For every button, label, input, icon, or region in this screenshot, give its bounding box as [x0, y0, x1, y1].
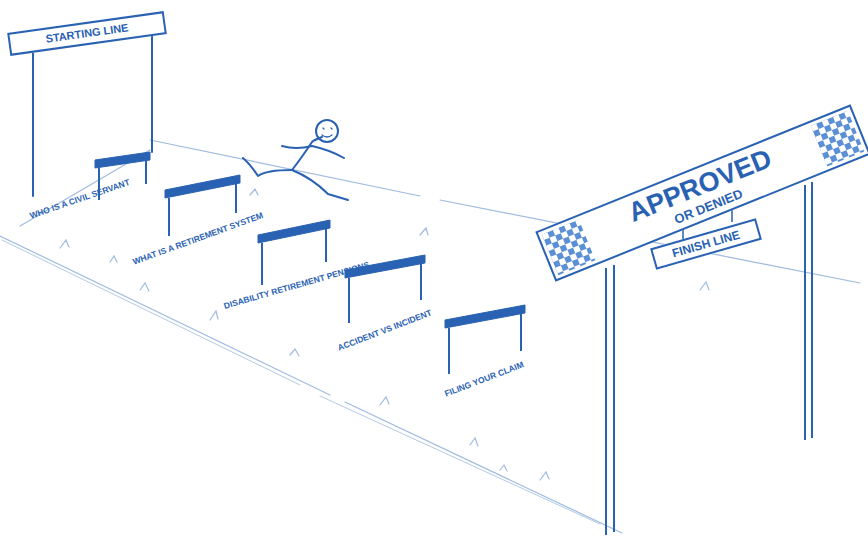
hurdle-bar	[95, 152, 150, 168]
post	[805, 182, 812, 440]
figure-body	[292, 137, 322, 170]
post	[32, 48, 34, 196]
post	[606, 265, 614, 535]
hurdle-label: WHO IS A CIVIL SERVANT	[29, 178, 131, 220]
hurdles	[95, 152, 525, 374]
figure-arms	[282, 146, 344, 158]
node-heading: FINISH LINE	[671, 229, 742, 260]
figure-face	[322, 128, 332, 137]
track-edge	[2, 240, 600, 524]
hurdle-label: ACCIDENT VS INCIDENT	[336, 308, 433, 352]
start-banner: STARTING LINE	[7, 11, 167, 56]
post	[151, 30, 153, 152]
track-edge	[0, 236, 622, 533]
hurdle-label: FILING YOUR CLAIM	[443, 360, 524, 398]
stick-figure	[243, 120, 348, 200]
hurdle-bar	[165, 175, 240, 198]
node-heading: STARTING LINE	[45, 22, 129, 45]
starting-posts	[33, 30, 152, 196]
checker-flag	[811, 111, 865, 167]
hurdle-label: WHAT IS A RETIREMENT SYSTEM	[132, 211, 265, 266]
checker-flag	[542, 219, 596, 275]
hurdle-legs	[349, 263, 421, 323]
hurdle-bar	[445, 305, 525, 328]
track-edge	[20, 150, 150, 226]
figure-back-leg	[243, 158, 292, 176]
figure-front-leg	[292, 170, 348, 200]
hurdle-bar	[258, 220, 330, 243]
track-lines	[0, 140, 860, 533]
